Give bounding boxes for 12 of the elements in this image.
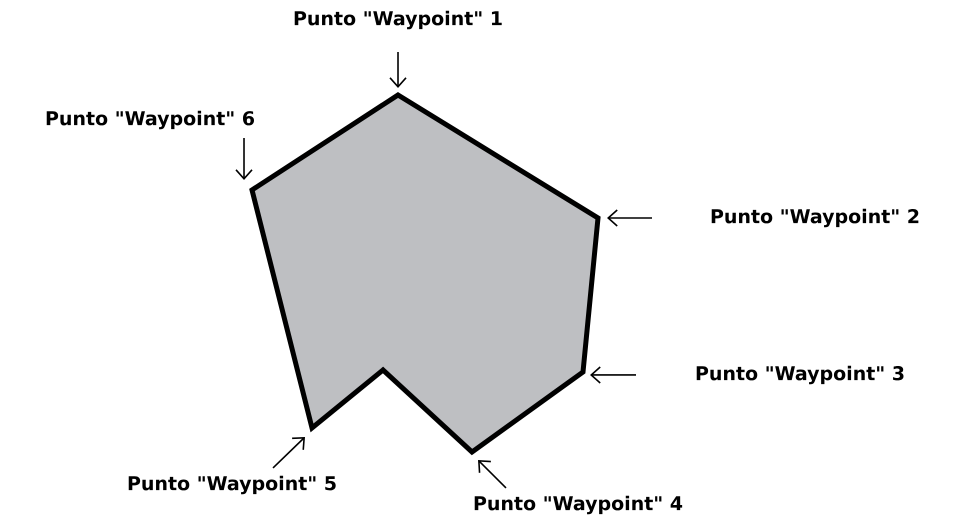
arrow [389, 52, 407, 88]
point-label: Punto "Waypoint" 6 [46, 110, 254, 130]
point-label: Punto "Waypoint" 1 [294, 10, 502, 30]
arrow [272, 436, 306, 469]
point-label: Punto "Waypoint" 5 [128, 476, 336, 494]
arrow [607, 209, 652, 227]
arrow [478, 460, 507, 489]
point-label: Punto "Waypoint" 3 [696, 366, 904, 384]
arrow [235, 138, 253, 180]
arrow [590, 366, 636, 384]
point-label: Punto "Waypoint" 2 [712, 208, 918, 228]
point-label: Punto "Waypoint" 4 [474, 496, 682, 514]
